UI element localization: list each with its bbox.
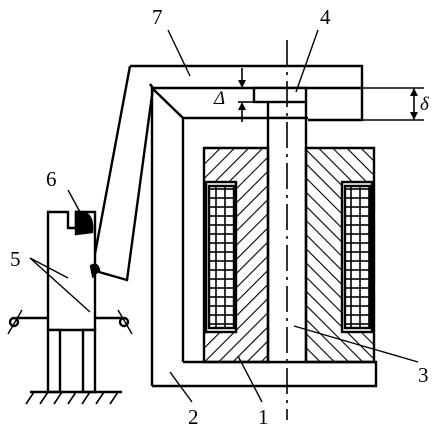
gap-delta-upper-dim bbox=[238, 68, 254, 122]
label-1: 1 bbox=[258, 405, 269, 429]
label-4: 4 bbox=[320, 5, 331, 29]
coil-winding bbox=[202, 146, 376, 364]
gap-delta-lower-dim bbox=[308, 87, 424, 121]
label-2: 2 bbox=[188, 405, 199, 429]
label-3: 3 bbox=[418, 363, 429, 387]
leader-lines bbox=[29, 29, 419, 403]
label-5: 5 bbox=[10, 247, 21, 271]
armature bbox=[90, 64, 364, 282]
symbol-delta-upper: Δ bbox=[213, 88, 225, 109]
label-6: 6 bbox=[46, 167, 57, 191]
label-7: 7 bbox=[152, 5, 163, 29]
contact-assembly bbox=[7, 210, 133, 405]
adjusting-piece bbox=[252, 86, 308, 118]
part-labels: 7 4 6 5 3 1 2 Δ δ bbox=[10, 5, 430, 429]
symbol-delta-lower: δ bbox=[420, 94, 430, 115]
